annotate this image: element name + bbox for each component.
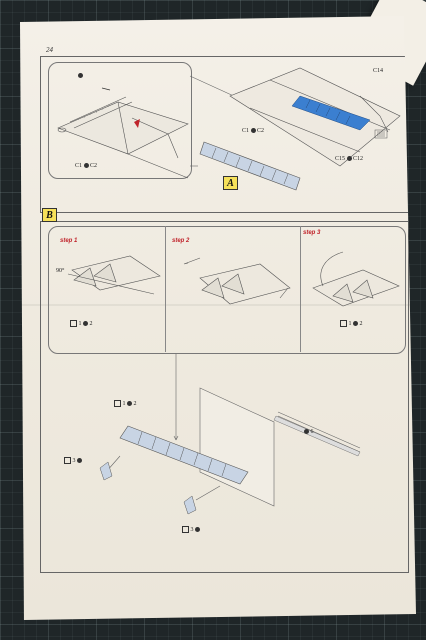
section-a-detail-drawing	[57, 87, 189, 179]
section-a-bottom-right-callout: C15 C12	[335, 156, 364, 162]
assembly-left-part: 3	[64, 457, 82, 464]
assembly-top-parts: 1 2	[114, 400, 137, 407]
section-a-main-drawing	[229, 67, 401, 167]
pe-part-icon	[64, 457, 71, 464]
glue-icon	[83, 163, 89, 169]
glue-icon	[346, 156, 352, 162]
step-1-parts: 1 2	[70, 320, 93, 327]
section-a-label: A	[223, 176, 238, 190]
pe-part-icon	[340, 320, 347, 327]
section-a-detail-icons	[78, 73, 83, 79]
section-a-ladder-part	[199, 141, 301, 191]
step-1-label: step 1	[60, 238, 78, 244]
section-a-top-right-callout: C14	[373, 68, 384, 74]
pe-part-icon	[114, 400, 121, 407]
assembly-right-part: 6	[304, 429, 314, 435]
pe-part-icon	[70, 320, 77, 327]
section-b-frame	[40, 221, 409, 573]
glue-icon	[77, 458, 82, 463]
glue-icon	[127, 401, 132, 406]
section-a-detail-panel	[48, 62, 192, 179]
step-divider-2	[300, 226, 301, 352]
step-1-drawing	[67, 255, 161, 295]
glue-icon	[250, 128, 256, 134]
page-number: 24	[46, 46, 53, 54]
glue-icon	[353, 321, 358, 326]
glue-icon	[195, 527, 200, 532]
section-a-left-callout: C1 C2	[75, 163, 98, 169]
step-3-drawing	[312, 251, 400, 307]
steps-panel	[48, 226, 406, 354]
section-a-center-callout: C1 C2	[242, 128, 265, 134]
assembly-bottom-part: 3	[182, 526, 200, 533]
glue-icon	[83, 321, 88, 326]
pe-part-icon	[182, 526, 189, 533]
instruction-sheet: 24 C1 C2	[20, 16, 416, 620]
step-2-label: step 2	[172, 238, 190, 244]
glue-icon	[78, 73, 83, 79]
section-b-assembly-drawing	[99, 354, 361, 515]
step-3-parts: 1 2	[340, 320, 363, 327]
section-b-label: B	[42, 208, 57, 222]
step-1-angle: 90°	[56, 268, 65, 274]
fold-line	[20, 304, 416, 306]
step-3-label: step 3	[303, 230, 321, 236]
glue-icon	[304, 429, 309, 435]
step-divider-1	[165, 226, 166, 352]
step-2-drawing	[183, 257, 291, 305]
